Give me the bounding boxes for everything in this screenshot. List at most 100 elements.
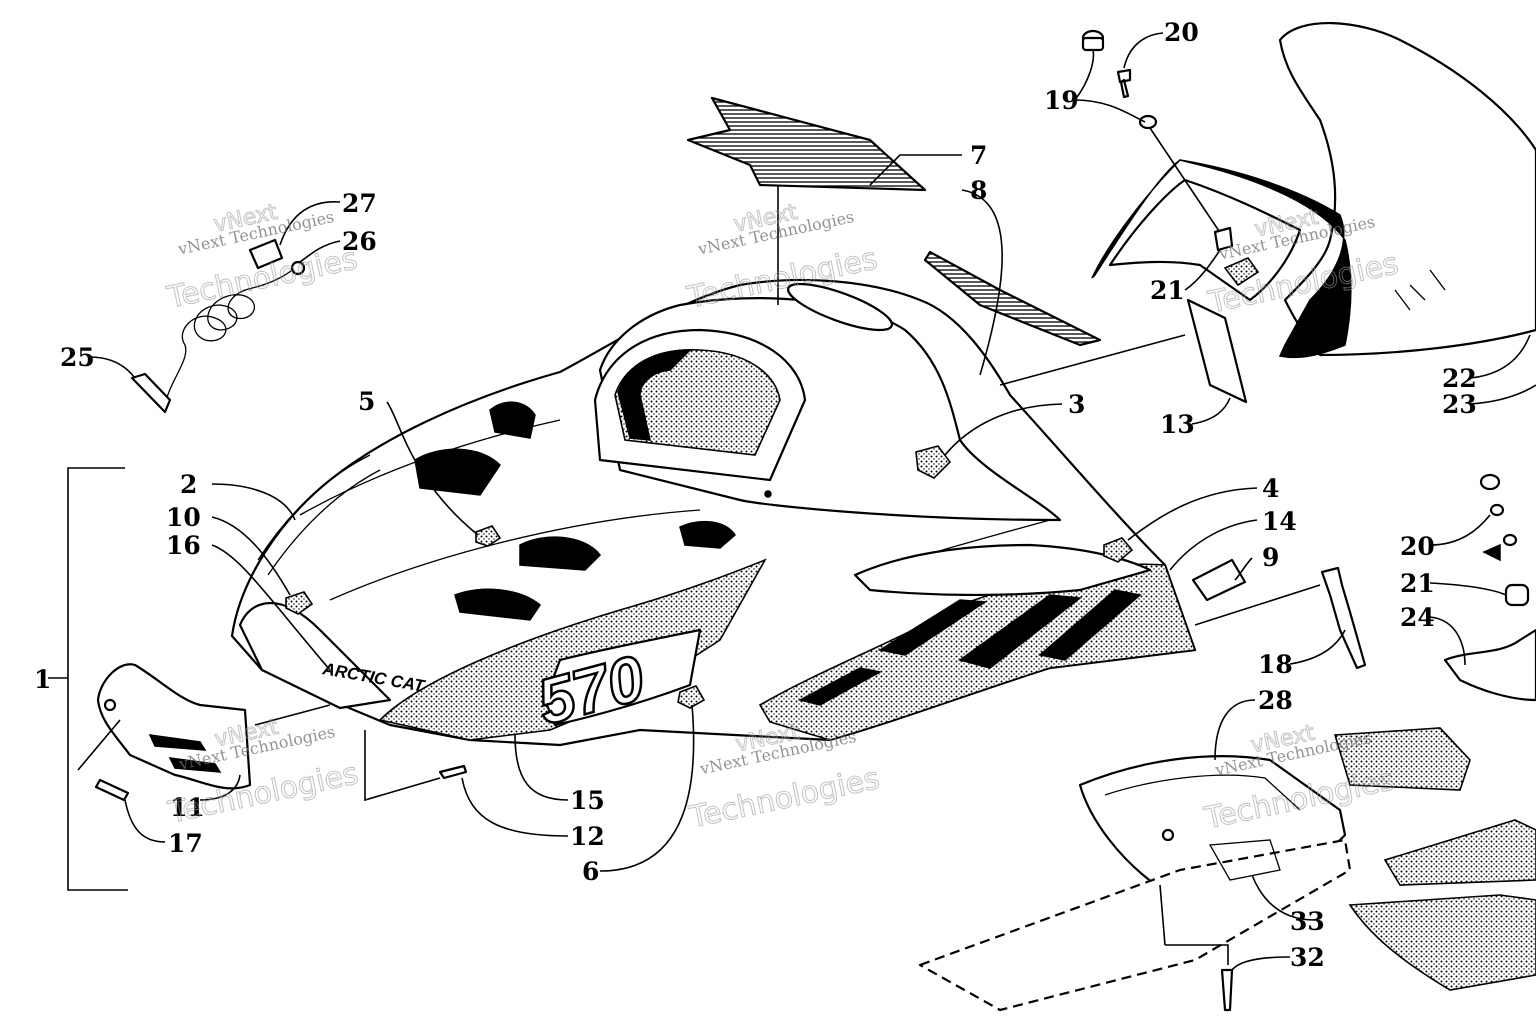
callout-15: 15 [570,786,605,815]
callout-3: 3 [1068,390,1085,419]
callout-12: 12 [570,822,605,851]
hood-nose [238,602,392,710]
leader-9 [1234,557,1253,581]
tether-end-25 [130,372,172,414]
callout-18: 18 [1258,650,1293,679]
callout-4: 4 [1262,474,1279,503]
dash-decal-7 [686,96,927,192]
callout-33: 33 [1290,907,1325,936]
bumper-hole [103,698,117,712]
leader-20a [1123,32,1164,69]
leader-12-line [364,730,441,802]
dash-vent [786,282,894,332]
well-nut-21 [1213,226,1234,252]
model-number-text: 570 [530,641,652,738]
vent-2 [414,448,501,496]
vent-1 [489,401,536,439]
leader-5 [386,401,479,536]
callout-17: 17 [168,829,203,858]
vent-4 [454,588,541,621]
callout-27: 27 [342,189,377,218]
callout-16: 16 [166,531,201,560]
bracket-1 [67,467,128,891]
callout-14: 14 [1262,507,1297,536]
nose-stripe-2 [267,469,381,576]
arrow-marker [1482,543,1501,562]
strap-18 [1320,566,1367,670]
belly-pan-assembly [918,727,1536,1012]
leader-13 [1191,397,1231,425]
washer-19 [1138,114,1158,130]
callout-labels: 1 2 3 4 5 6 7 8 9 10 11 12 13 14 15 16 1… [34,18,1477,972]
leader-22 [1469,334,1531,379]
hood-vents [414,401,736,621]
decal-stripe-2 [958,594,1082,669]
callout-25: 25 [60,343,95,372]
pad-2 [1383,819,1536,886]
leader-28 [1214,699,1256,761]
grommet-19-body [1081,36,1105,52]
swoosh-2 [329,509,701,601]
decal-stripe-1 [878,599,988,656]
callout-8: 8 [970,176,987,205]
callout-28: 28 [1258,686,1293,715]
callout-13: 13 [1160,410,1195,439]
bumper-slot-1 [148,734,207,751]
leader-23 [1469,384,1536,405]
windshield-assembly [1091,22,1536,359]
leader-4 [1127,487,1258,541]
decal-4 [1103,537,1134,563]
rivet-32 [1220,968,1234,1012]
leader-17 [124,799,166,843]
grommet-20b [1479,473,1501,491]
leader-26 [299,240,341,263]
leader-18-line [1194,584,1321,626]
decal-9 [1191,558,1247,602]
callout-9: 9 [1262,543,1279,572]
dash-hole [764,490,772,498]
hardware-axis [1149,127,1226,241]
vent-3 [519,536,601,571]
callout-22: 22 [1442,364,1477,393]
windshield-glare-1 [1409,284,1426,301]
bracket-24 [1443,628,1536,702]
pad-1 [1333,727,1471,791]
callout-6: 6 [582,857,599,886]
clip-21 [1223,257,1260,287]
callout-5: 5 [358,387,375,416]
callout-1: 1 [34,665,51,694]
leader-7 [869,154,962,186]
console-shadow [617,349,692,441]
leader-33 [1251,874,1316,921]
tether-coil [164,267,296,406]
callout-2: 2 [180,470,197,499]
decal-3 [915,445,952,479]
decal-5 [475,525,502,547]
leader-25 [89,356,136,379]
callout-19: 19 [1044,86,1079,115]
tether-ring-26 [290,260,306,276]
leader-14 [1169,519,1258,571]
callout-23: 23 [1442,390,1477,419]
leader-21b [1429,582,1507,596]
leader-8-line [999,334,1186,386]
model-decal-panel [543,628,702,727]
hood-assembly: 570 ARCTIC CAT [230,278,1197,747]
leader-11 [199,774,241,801]
leader-18 [1289,629,1346,665]
leader-27 [279,201,341,246]
vent-5 [679,520,736,549]
leader-24 [1429,616,1466,666]
callout-20-top: 20 [1164,18,1199,47]
windshield-frame [1091,159,1352,359]
callout-26: 26 [342,227,377,256]
tether-clip-27 [248,238,284,270]
side-mount-assembly [1443,473,1536,702]
leader-lines [48,32,1536,971]
leader-16 [211,544,331,671]
leader-3 [944,403,1063,456]
bumper-11 [96,663,252,790]
screw-17 [94,778,130,802]
screw-20 [1116,68,1132,99]
decal-16 [285,591,314,615]
